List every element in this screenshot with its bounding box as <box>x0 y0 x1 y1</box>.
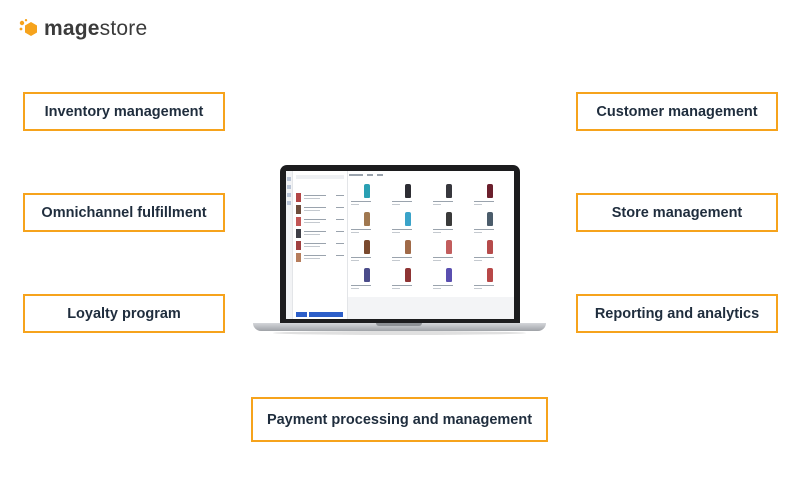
logo-text: magestore <box>44 17 148 40</box>
laptop-illustration <box>253 165 546 335</box>
laptop-shadow <box>273 331 526 335</box>
feature-payment-processing: Payment processing and management <box>251 397 548 442</box>
feature-loyalty-program: Loyalty program <box>23 294 225 333</box>
pos-cart-panel <box>293 171 348 319</box>
laptop-screen-frame <box>280 165 520 323</box>
pos-checkout-button <box>309 312 343 317</box>
laptop-base <box>253 323 546 331</box>
feature-reporting-and-analytics: Reporting and analytics <box>576 294 778 333</box>
feature-inventory-management: Inventory management <box>23 92 225 131</box>
pos-side-rail <box>286 171 293 319</box>
pos-top-bar <box>349 174 389 177</box>
pos-screen-illustration <box>286 171 514 319</box>
pos-product-grid <box>349 183 511 295</box>
magestore-hexagon-icon <box>18 18 40 40</box>
feature-customer-management: Customer management <box>576 92 778 131</box>
magestore-logo: magestore <box>18 14 147 44</box>
feature-omnichannel-fulfillment: Omnichannel fulfillment <box>23 193 225 232</box>
laptop-base-notch <box>376 323 422 326</box>
feature-store-management: Store management <box>576 193 778 232</box>
pos-hold-button <box>296 312 307 317</box>
pos-bottom-area <box>348 297 514 319</box>
